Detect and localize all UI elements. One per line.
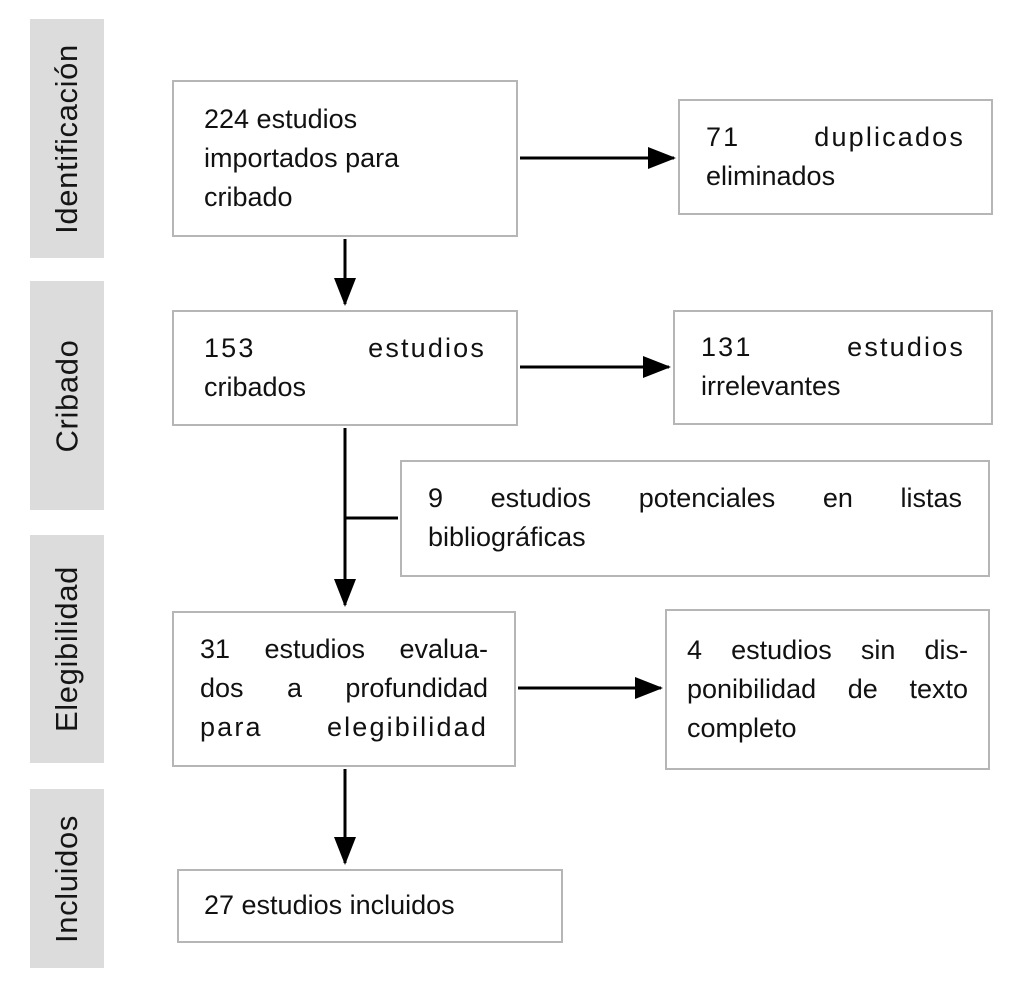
box-studies-screened: 153 estudios cribados bbox=[172, 310, 518, 426]
stage-label-cribado: Cribado bbox=[49, 339, 84, 452]
box-studies-included: 27 estudios incluidos bbox=[177, 869, 563, 943]
box-line: para elegibilidad bbox=[200, 712, 488, 742]
box-line: 4 estudios sin dis- bbox=[687, 635, 968, 665]
box-line: importados para bbox=[204, 143, 400, 173]
box-line: eliminados bbox=[706, 161, 836, 191]
stage-label-incluidos: Incluidos bbox=[49, 814, 84, 943]
box-line: irrelevantes bbox=[701, 371, 841, 401]
box-line: bibliográficas bbox=[428, 522, 586, 552]
box-line: 131 estudios bbox=[701, 332, 965, 362]
stage-label-identificacion: Identificación bbox=[49, 43, 84, 234]
box-line: dos a profundidad bbox=[200, 673, 488, 703]
box-studies-assessed-eligibility: 31 estudios evalua- dos a profundidad pa… bbox=[172, 611, 516, 767]
box-line: cribado bbox=[204, 182, 293, 212]
stage-band-cribado: Cribado bbox=[30, 281, 104, 510]
box-no-fulltext-availability: 4 estudios sin dis- ponibilidad de texto… bbox=[665, 609, 990, 770]
box-line: 153 estudios bbox=[204, 333, 486, 363]
box-potential-reference-lists: 9 estudios potenciales en listas bibliog… bbox=[400, 460, 990, 577]
box-line: 9 estudios potenciales en listas bbox=[428, 483, 962, 513]
box-line: 27 estudios incluidos bbox=[204, 890, 455, 920]
box-line: cribados bbox=[204, 372, 307, 402]
box-line: 71 duplicados bbox=[706, 122, 965, 152]
box-studies-irrelevant: 131 estudios irrelevantes bbox=[673, 310, 993, 425]
box-line: 224 estudios bbox=[204, 104, 358, 134]
box-line: completo bbox=[687, 713, 797, 743]
stage-band-identificacion: Identificación bbox=[30, 19, 104, 258]
box-studies-imported: 224 estudios importados para cribado bbox=[172, 80, 518, 237]
box-line: ponibilidad de texto bbox=[687, 674, 968, 704]
box-line: 31 estudios evalua- bbox=[200, 634, 488, 664]
stage-band-elegibilidad: Elegibilidad bbox=[30, 535, 104, 763]
stage-label-elegibilidad: Elegibilidad bbox=[49, 566, 84, 732]
stage-band-incluidos: Incluidos bbox=[30, 789, 104, 968]
box-duplicates-removed: 71 duplicados eliminados bbox=[678, 99, 993, 215]
